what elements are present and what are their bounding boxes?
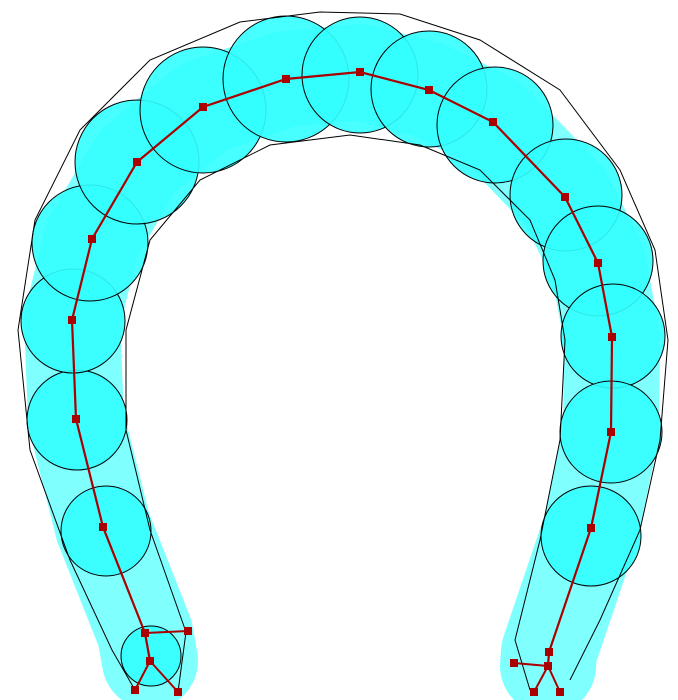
skeleton-node — [88, 235, 96, 243]
skeleton-node — [199, 103, 207, 111]
skeleton-node — [561, 193, 569, 201]
skeleton-node — [184, 627, 192, 635]
skeleton-node — [587, 524, 595, 532]
medial-disk — [540, 485, 642, 587]
skeleton-branch — [134, 660, 151, 691]
skeleton-branch — [533, 665, 549, 693]
skeleton-node — [99, 523, 107, 531]
skeleton-node — [489, 118, 497, 126]
skeleton-branch — [144, 630, 189, 634]
skeleton-node — [594, 259, 602, 267]
skeleton-node — [146, 657, 154, 665]
medial-axis-skeleton — [68, 68, 616, 696]
skeleton-node — [133, 158, 141, 166]
skeleton-node — [131, 686, 139, 694]
skeleton-node — [282, 75, 290, 83]
skeleton-node — [72, 415, 80, 423]
inner-boundary — [125, 134, 566, 693]
skeleton-node — [356, 68, 364, 76]
outer-boundary — [17, 11, 669, 691]
skeleton-node — [545, 648, 553, 656]
skeleton-node — [556, 688, 564, 696]
skeleton-node — [607, 428, 615, 436]
skeleton-node — [530, 688, 538, 696]
medial-disk — [120, 625, 182, 687]
skeleton-branch — [547, 665, 561, 693]
skeleton-node — [544, 662, 552, 670]
skeleton-node — [174, 688, 182, 696]
skeleton-node — [141, 629, 149, 637]
skeleton-node — [68, 316, 76, 324]
skeleton-node — [425, 86, 433, 94]
shape-boundary — [17, 11, 669, 693]
medial-disks — [20, 15, 666, 687]
skeleton-node — [608, 333, 616, 341]
skeleton-branch — [513, 662, 549, 667]
skeleton-branch — [149, 660, 179, 693]
skeleton-node — [510, 659, 518, 667]
